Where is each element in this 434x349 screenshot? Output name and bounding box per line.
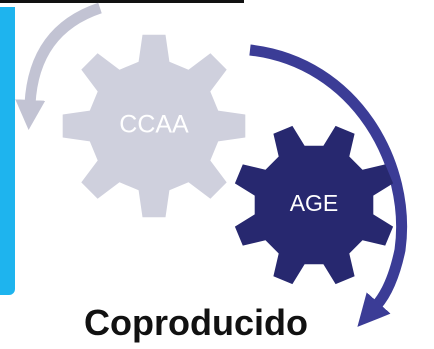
- side-accent-bar: [0, 7, 15, 295]
- top-rule: [0, 0, 244, 3]
- gear-ccaa-label: CCAA: [119, 111, 189, 139]
- gear-ccaa-shape: [62, 34, 246, 218]
- gear-ccaa: CCAA: [62, 34, 246, 218]
- gear-age: AGE: [234, 125, 394, 285]
- right-cycle-arrow: [249, 44, 408, 327]
- left-cycle-arrow: [15, 2, 102, 130]
- caption-text: Coproducido: [84, 302, 308, 343]
- gear-age-shape: [234, 125, 394, 285]
- gear-age-label: AGE: [290, 190, 339, 216]
